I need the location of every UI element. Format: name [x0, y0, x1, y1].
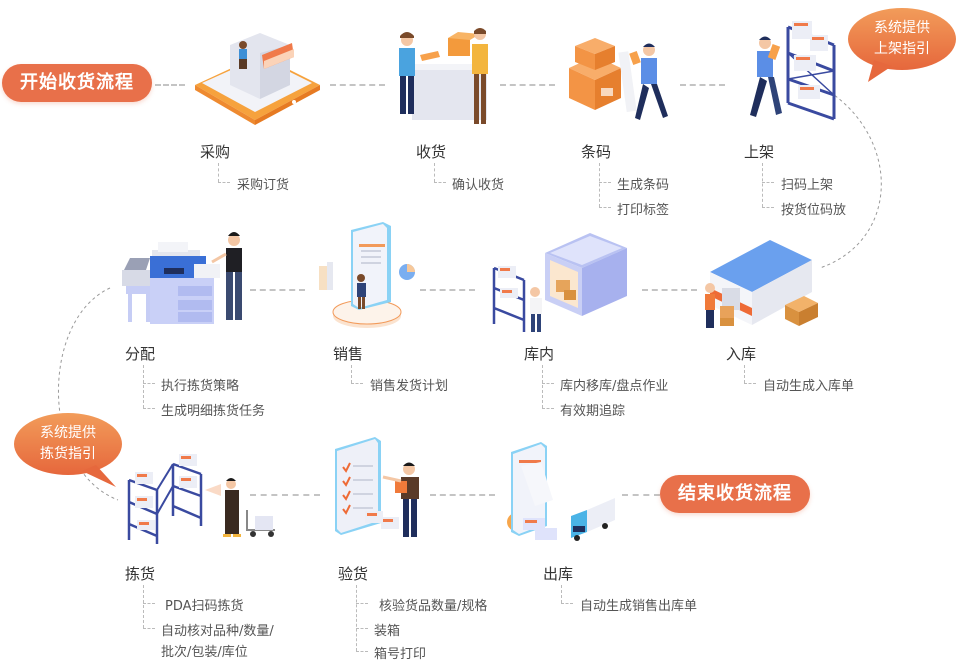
step-item: 执行拣货策略 — [161, 379, 240, 394]
step-item: 批次/包装/库位 — [161, 645, 248, 660]
step-item: 销售发货计划 — [370, 379, 449, 394]
step-item: 自动生成销售出库单 — [580, 599, 698, 614]
checklist-tablet-illustration — [335, 437, 419, 537]
step-title-inspection: 验货 — [338, 565, 369, 583]
step-title-inbound: 入库 — [726, 345, 757, 363]
curve-right — [819, 91, 882, 269]
step-item: 采购订货 — [237, 178, 290, 193]
tree-line — [542, 365, 543, 408]
step-item: 确认收货 — [452, 178, 505, 193]
start-flow-badge: 开始收货流程 — [2, 64, 152, 102]
step-title-purchase: 采购 — [200, 143, 231, 161]
tree-branch — [143, 628, 155, 629]
tree-branch — [143, 408, 155, 409]
tree-line — [218, 163, 219, 182]
tree-line — [351, 365, 352, 383]
guide-bubble-putaway: 系统提供上架指引 — [846, 8, 958, 82]
barcode-boxes-illustration — [569, 38, 668, 120]
tree-branch — [356, 651, 368, 652]
end-flow-badge: 结束收货流程 — [660, 475, 810, 513]
step-item: 生成明细拣货任务 — [161, 404, 266, 419]
step-title-receiving: 收货 — [416, 143, 447, 161]
tree-line — [356, 585, 357, 651]
step-title-in-warehouse: 库内 — [524, 345, 555, 363]
bubble-line: 系统提供 — [874, 20, 930, 36]
step-item: 打印标签 — [617, 203, 670, 218]
tree-branch — [351, 383, 363, 384]
speech-bubble-icon — [848, 8, 956, 82]
step-title-putaway: 上架 — [744, 143, 775, 161]
storefront-tablet-illustration — [195, 33, 320, 125]
tree-branch — [542, 383, 554, 384]
step-item: 库内移库/盘点作业 — [560, 379, 669, 394]
tree-branch — [599, 182, 611, 183]
tree-branch — [434, 182, 446, 183]
warehouse-building-illustration — [705, 240, 818, 328]
step-title-picking: 拣货 — [125, 565, 156, 583]
step-title-sales: 销售 — [333, 345, 364, 363]
guide-bubble-picking: 系统提供拣货指引 — [12, 413, 124, 487]
step-item: 装箱 — [374, 624, 401, 639]
step-item: 箱号打印 — [374, 647, 427, 662]
connector — [330, 84, 385, 86]
step-item: 核验货品数量/规格 — [379, 599, 488, 614]
connector — [430, 494, 495, 496]
connector — [642, 289, 697, 291]
tree-line — [762, 163, 763, 207]
tree-line — [599, 163, 600, 207]
tree-branch — [599, 207, 611, 208]
step-title-allocation: 分配 — [125, 345, 156, 363]
speech-bubble-icon — [14, 413, 122, 487]
printer-allocation-illustration — [122, 232, 242, 324]
step-title-barcode: 条码 — [581, 143, 612, 161]
bubble-line: 上架指引 — [874, 41, 930, 57]
outbound-truck-illustration — [507, 442, 615, 541]
step-item: 扫码上架 — [781, 178, 834, 193]
tree-line — [744, 365, 745, 383]
tree-branch — [218, 182, 230, 183]
tree-line — [434, 163, 435, 182]
tree-branch — [762, 182, 774, 183]
warehouse-inventory-illustration — [492, 233, 627, 332]
step-item: PDA扫码拣货 — [165, 599, 244, 614]
connector — [680, 84, 725, 86]
connector — [250, 494, 320, 496]
step-item: 有效期追踪 — [560, 404, 626, 419]
tree-branch — [561, 603, 573, 604]
step-item: 按货位码放 — [781, 203, 847, 218]
connector — [420, 289, 475, 291]
connector — [500, 84, 555, 86]
tree-branch — [356, 603, 368, 604]
shelving-scan-illustration — [750, 21, 836, 121]
receiving-counter-illustration — [399, 28, 488, 124]
sales-plan-phone-illustration — [319, 222, 415, 328]
connector — [622, 494, 660, 496]
tree-line — [561, 585, 562, 603]
step-item: 生成条码 — [617, 178, 670, 193]
tree-branch — [356, 628, 368, 629]
bubble-line: 系统提供 — [40, 425, 96, 441]
tree-branch — [143, 383, 155, 384]
step-title-outbound: 出库 — [543, 565, 574, 583]
tree-branch — [542, 408, 554, 409]
tree-line — [143, 585, 144, 628]
tree-branch — [762, 207, 774, 208]
tree-line — [143, 365, 144, 408]
connector — [250, 289, 305, 291]
tree-branch — [744, 383, 756, 384]
step-item: 自动核对品种/数量/ — [161, 624, 274, 639]
step-item: 自动生成入库单 — [763, 379, 855, 394]
picking-pda-illustration — [127, 454, 275, 544]
tree-branch — [143, 603, 155, 604]
bubble-line: 拣货指引 — [40, 446, 96, 462]
connector — [155, 84, 185, 86]
